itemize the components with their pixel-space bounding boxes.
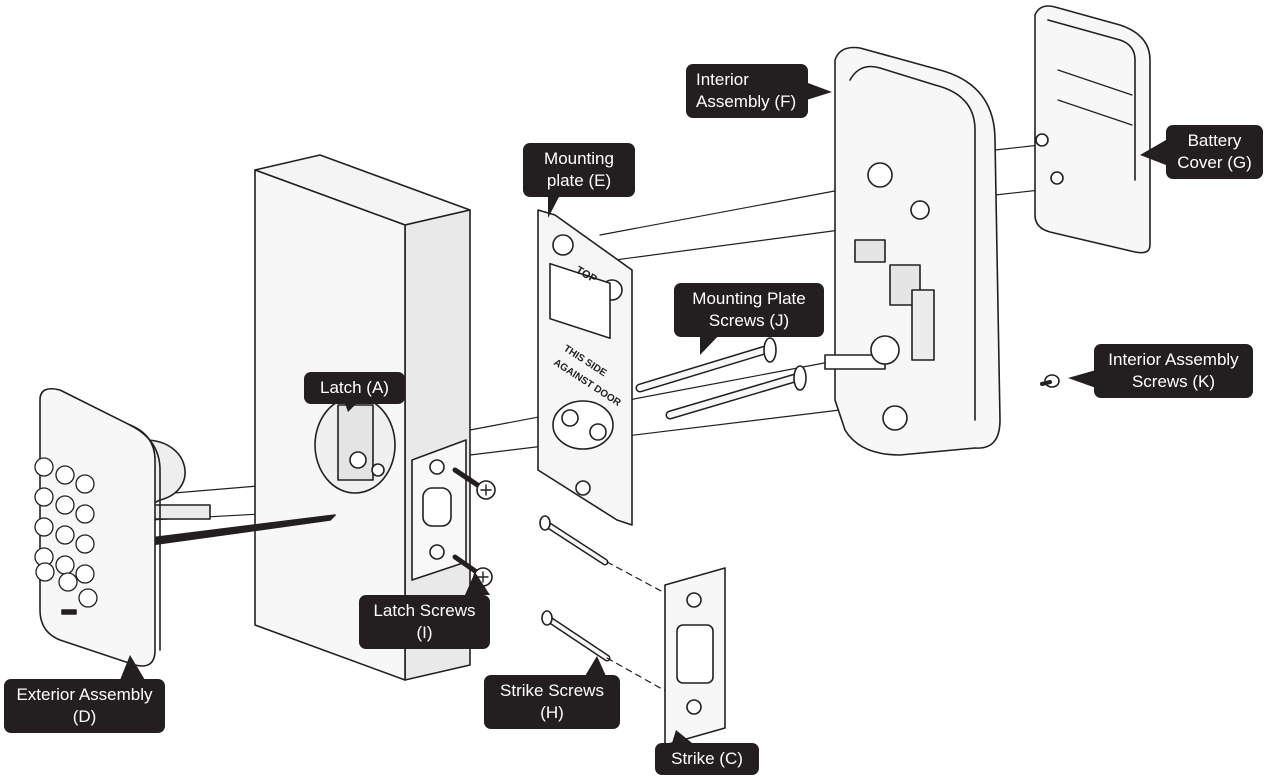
callout-mounting-plate-line2: plate (E) xyxy=(546,171,612,190)
callout-pointers xyxy=(120,80,1166,743)
callout-latch-screws: Latch Screws (I) xyxy=(359,595,490,649)
callout-exterior-assembly-line1: Exterior Assembly xyxy=(16,685,153,704)
callout-battery-cover-line2: Cover (G) xyxy=(1177,153,1252,172)
callout-strike-screws-line2: (H) xyxy=(540,703,564,722)
mounting-plate: TOP THIS SIDE AGAINST DOOR xyxy=(537,209,633,526)
callout-battery-cover: Battery Cover (G) xyxy=(1166,125,1263,179)
strike-screws xyxy=(539,515,679,699)
keypad-buttons xyxy=(34,457,98,608)
callout-interior-assembly: Interior Assembly (F) xyxy=(686,64,808,118)
battery-cover xyxy=(1034,5,1151,254)
callout-mounting-plate-screws-line2: Screws (J) xyxy=(708,311,790,330)
callout-interior-assembly-screws: Interior Assembly Screws (K) xyxy=(1094,344,1253,398)
callout-exterior-assembly: Exterior Assembly (D) xyxy=(4,679,165,733)
latch-part xyxy=(314,396,396,494)
callout-strike-screws-line1: Strike Screws xyxy=(500,681,604,700)
callout-mounting-plate-line1: Mounting xyxy=(544,149,614,168)
callout-strike-screws: Strike Screws (H) xyxy=(484,675,620,729)
mounting-plate-screws xyxy=(635,337,807,420)
callout-interior-assembly-screws-line1: Interior Assembly xyxy=(1108,350,1239,369)
callout-interior-assembly-line2: Assembly (F) xyxy=(696,92,797,111)
callout-mounting-plate-screws-line1: Mounting Plate xyxy=(692,289,806,308)
callout-latch-screws-line2: (I) xyxy=(416,623,433,642)
callout-latch-line1: Latch (A) xyxy=(320,378,389,397)
callout-strike-line1: Strike (C) xyxy=(671,749,743,768)
callout-latch: Latch (A) xyxy=(304,372,405,404)
callout-latch-screws-line1: Latch Screws xyxy=(373,601,476,620)
interior-assembly xyxy=(824,46,1001,456)
callout-interior-assembly-line1: Interior xyxy=(696,70,749,89)
exterior-keypad-assembly xyxy=(34,387,336,667)
callout-mounting-plate: Mounting plate (E) xyxy=(523,143,635,197)
callout-interior-assembly-screws-line2: Screws (K) xyxy=(1131,372,1216,391)
latch-face-plate xyxy=(411,439,467,581)
interior-assembly-screws xyxy=(1040,374,1060,388)
callout-exterior-assembly-line2: (D) xyxy=(72,707,97,726)
callout-strike: Strike (C) xyxy=(655,743,759,775)
strike-plate xyxy=(664,567,726,746)
callout-mounting-plate-screws: Mounting Plate Screws (J) xyxy=(674,283,824,337)
callout-battery-cover-line1: Battery xyxy=(1187,131,1242,150)
